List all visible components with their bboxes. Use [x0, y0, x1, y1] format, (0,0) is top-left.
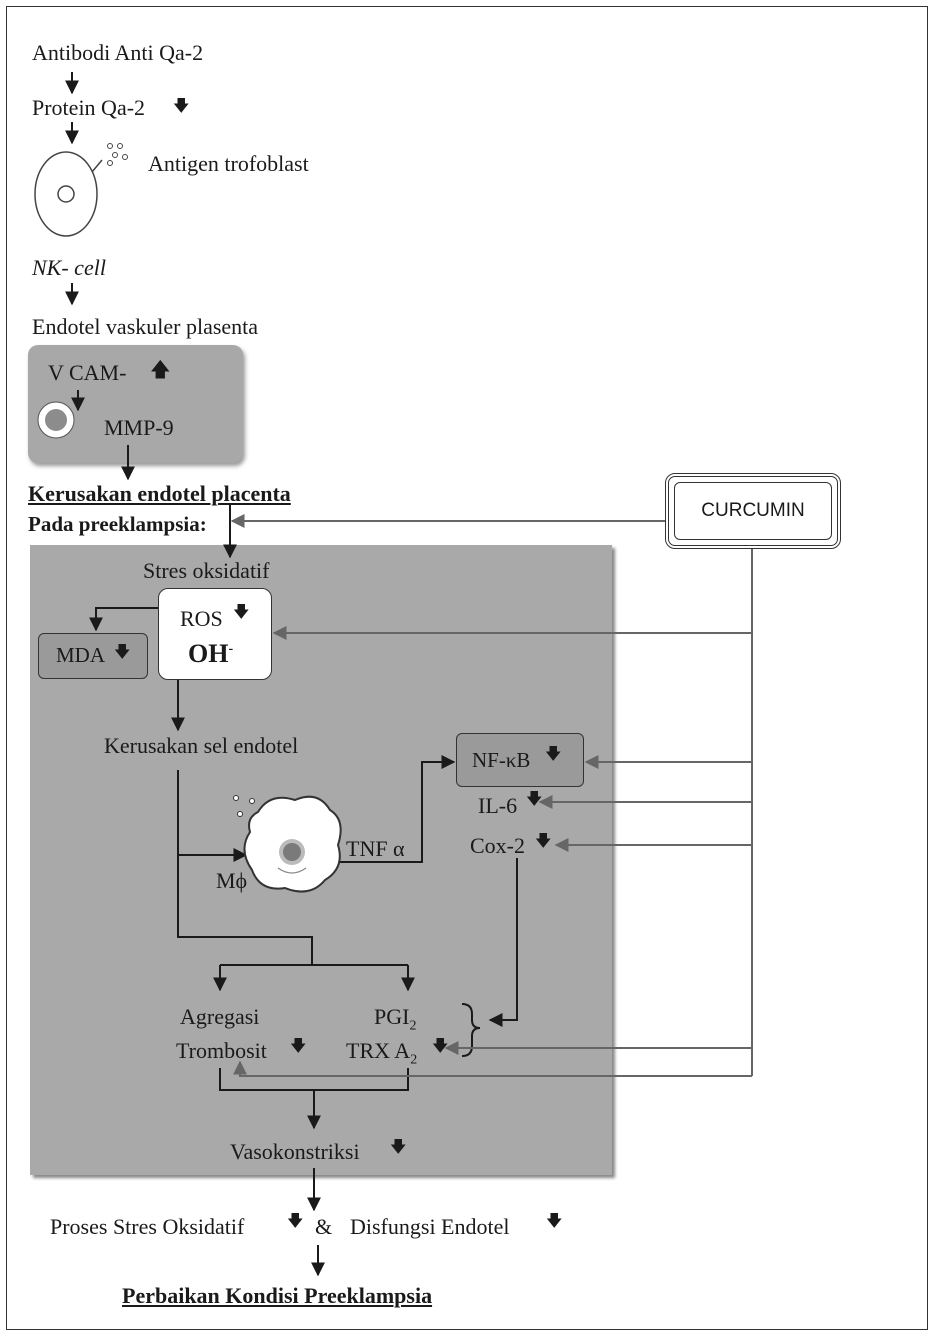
down-arrow-icon: 🡇 — [526, 791, 543, 808]
down-arrow-icon: 🡇 — [290, 1038, 307, 1055]
up-arrow-icon: 🡅 — [150, 359, 171, 381]
antibody-label: Antibodi Anti Qa-2 — [32, 40, 204, 65]
down-arrow-icon: 🡇 — [390, 1139, 407, 1156]
endothelial-cell — [37, 401, 75, 439]
macrophage-cell — [233, 795, 342, 893]
down-arrow-icon: 🡇 — [535, 833, 552, 850]
down-arrow-icon: 🡇 — [173, 98, 190, 115]
down-arrow-icon: 🡇 — [287, 1213, 304, 1230]
mmp9-label: MMP-9 — [104, 415, 174, 440]
stres-oksidatif-label: Stres oksidatif — [143, 558, 270, 583]
proses-stres-label: Proses Stres Oksidatif — [50, 1214, 245, 1239]
mda-label: MDA — [56, 643, 106, 667]
antigen-label: Antigen trofoblast — [148, 151, 309, 176]
oh-label: OH- — [188, 639, 234, 668]
endotel-vaskuler-label: Endotel vaskuler plasenta — [32, 314, 259, 339]
cox2-label: Cox-2 — [470, 833, 525, 858]
preeclampsia-label: Pada preeklampsia: — [28, 512, 207, 536]
vcam-label: V CAM- — [48, 360, 127, 385]
diagram-frame — [6, 6, 928, 1330]
agregasi-label: Agregasi — [180, 1004, 260, 1029]
nk-cell-label: NK- cell — [32, 255, 106, 280]
pgi-label: PGI2 — [374, 1004, 417, 1034]
mda-box — [38, 633, 148, 679]
trx-label: TRX A2 — [346, 1038, 418, 1068]
il6-label: IL-6 — [478, 793, 518, 818]
down-arrow-icon: 🡇 — [432, 1038, 449, 1055]
down-arrow-icon: 🡇 — [233, 604, 250, 621]
macrophage-label: Mϕ — [216, 868, 248, 893]
tnf-label: TNF α — [346, 836, 405, 861]
down-arrow-icon: 🡇 — [114, 644, 131, 661]
nfkb-box — [456, 733, 584, 787]
down-arrow-icon: 🡇 — [546, 1213, 563, 1230]
trombosit-label: Trombosit — [176, 1038, 267, 1063]
protein-label: Protein Qa-2 — [32, 95, 146, 120]
curcumin-label: CURCUMIN — [674, 482, 832, 540]
kerusakan-sel-label: Kerusakan sel endotel — [104, 733, 299, 758]
ampersand-label: & — [315, 1214, 333, 1239]
disfungsi-label: Disfungsi Endotel — [350, 1214, 510, 1239]
ros-label: ROS — [180, 606, 223, 631]
perbaikan-heading: Perbaikan Kondisi Preeklampsia — [122, 1283, 433, 1308]
down-arrow-icon: 🡇 — [545, 746, 562, 763]
curcumin-box: CURCUMIN — [665, 473, 841, 549]
trophoblast-cell — [34, 143, 128, 237]
damage-heading: Kerusakan endotel placenta — [28, 481, 291, 506]
vasokonstriksi-label: Vasokonstriksi — [230, 1139, 360, 1164]
ros-box — [158, 588, 272, 680]
nfkb-label: NF-κB — [472, 748, 531, 772]
